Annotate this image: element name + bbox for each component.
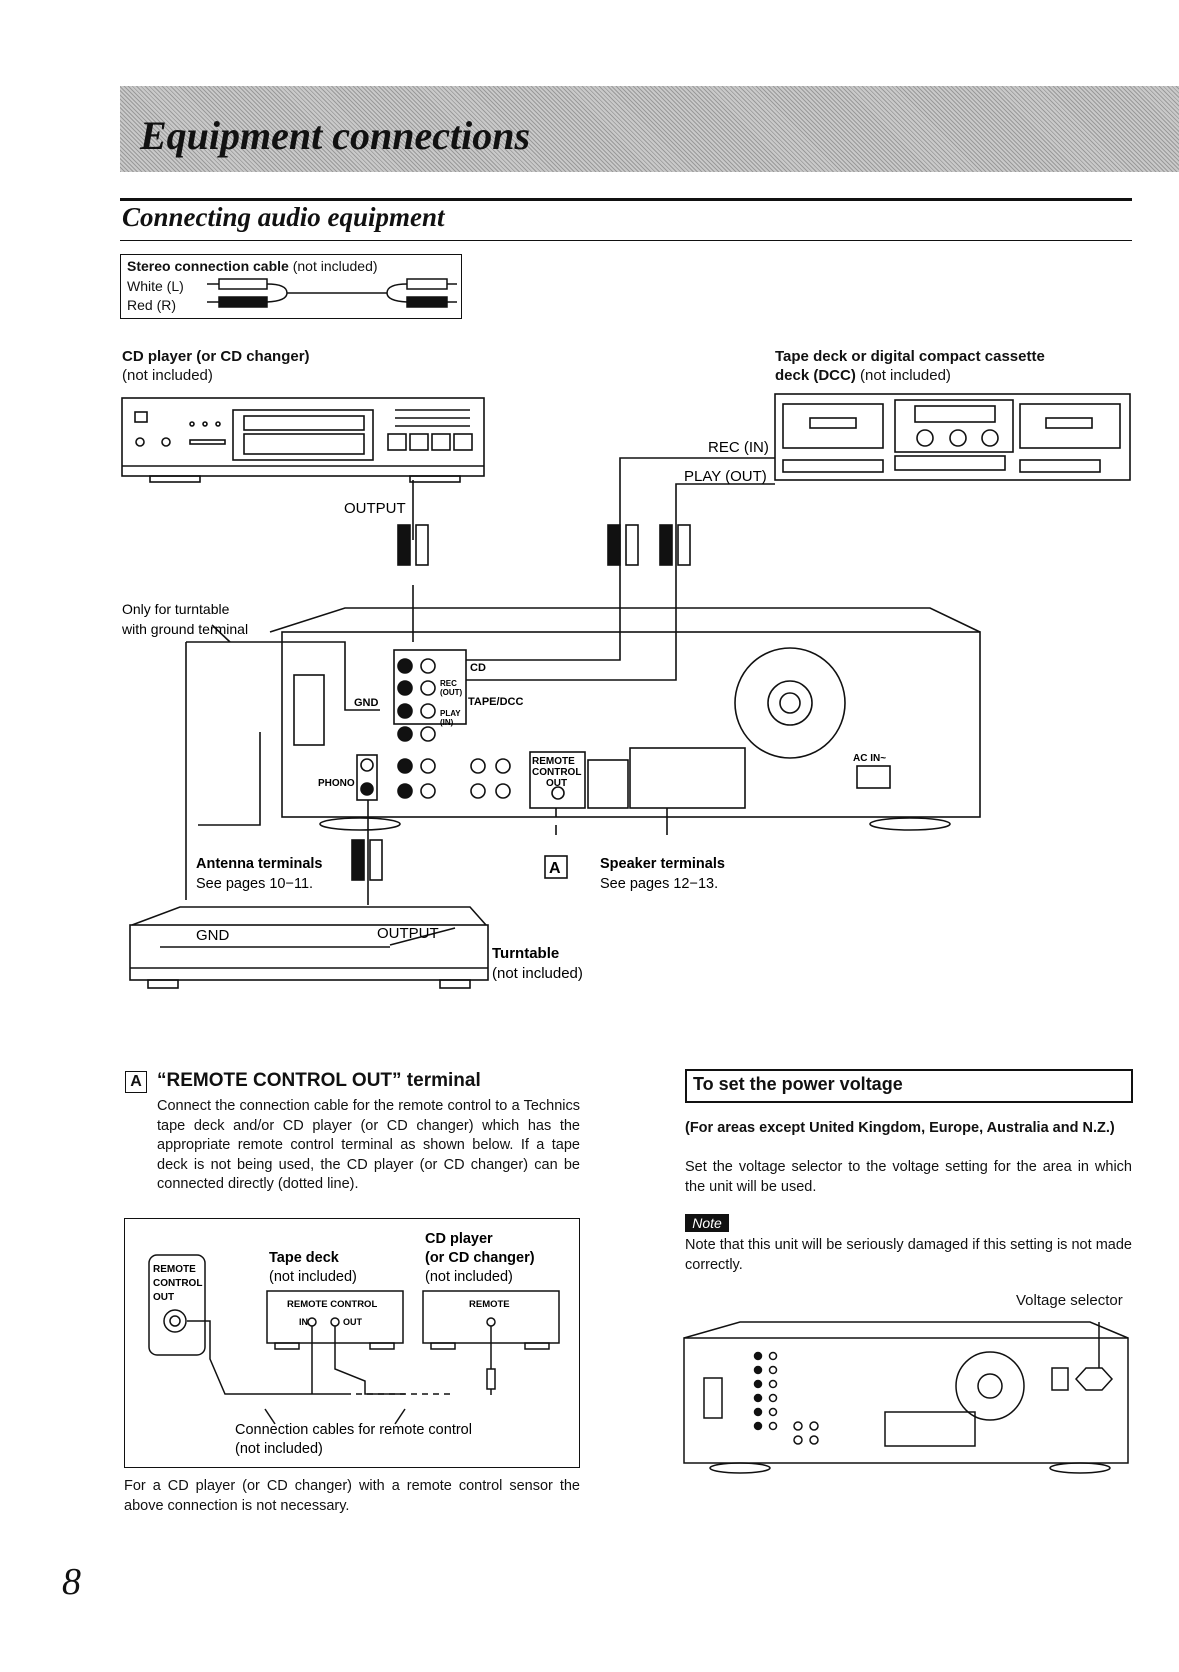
- amp-remote-label-1: REMOTE: [532, 756, 575, 767]
- turntable-note: (not included): [492, 965, 583, 982]
- turntable-note-1: Only for turntable: [122, 601, 230, 617]
- rd-cd-panel: REMOTE: [469, 1299, 510, 1310]
- amp-play-in-label: (IN): [440, 718, 454, 727]
- note-badge: Note: [685, 1214, 729, 1232]
- cable-name: Stereo connection cable: [127, 258, 289, 274]
- rd-tape-label: Tape deck: [269, 1250, 340, 1266]
- remote-marker: A: [125, 1071, 147, 1093]
- turntable-output-label: OUTPUT: [377, 925, 439, 942]
- remote-diagram-box: REMOTE CONTROL OUT Tape deck (not includ…: [124, 1218, 580, 1468]
- tape-deck-note: (not included): [860, 367, 951, 384]
- cable-red: Red (R): [127, 297, 177, 313]
- amp-ac-in-label: AC IN~: [853, 753, 886, 764]
- remote-label-3: OUT: [153, 1292, 174, 1303]
- amp-rec-out-label: (OUT): [440, 688, 463, 697]
- cd-player-name: CD player (or CD changer): [122, 348, 310, 365]
- amp-rec-label: REC: [440, 679, 457, 688]
- cable-note: (not included): [292, 258, 378, 274]
- rd-tape-out: OUT: [343, 1317, 363, 1327]
- cd-player-note: (not included): [122, 367, 213, 384]
- rd-tape-in: IN: [299, 1317, 308, 1327]
- amp-remote-label-3: OUT: [546, 778, 567, 789]
- top-rule: [120, 198, 1132, 201]
- speaker-title: Speaker terminals: [600, 856, 725, 872]
- tape-rec-label: REC (IN): [708, 439, 769, 456]
- antenna-pages: See pages 10−11.: [196, 876, 313, 892]
- cd-output-label: OUTPUT: [344, 500, 406, 517]
- cable-legend: Stereo connection cable (not included) W…: [120, 254, 462, 319]
- section-rule: [120, 240, 1132, 241]
- section-title: Connecting audio equipment: [122, 202, 445, 232]
- amp-phono-label: PHONO: [318, 778, 355, 789]
- tape-play-label: PLAY (OUT): [684, 468, 767, 485]
- turntable-illustration: [129, 906, 489, 989]
- rd-cd-label-2: (or CD changer): [425, 1250, 535, 1266]
- cable-illustration: [207, 278, 457, 308]
- voltage-title-box: To set the power voltage: [685, 1069, 1133, 1103]
- page-title: Equipment connections: [140, 113, 531, 158]
- cd-player-illustration: [121, 397, 485, 483]
- rd-tape-panel: REMOTE CONTROL: [287, 1299, 377, 1310]
- connection-diagram: OUTPUT REC (IN) PLAY (OUT) Only for turn…: [121, 393, 1131, 989]
- rd-tape-note: (not included): [269, 1269, 357, 1285]
- tape-deck-illustration: [774, 393, 1131, 481]
- rd-cd-note: (not included): [425, 1269, 513, 1285]
- header-banner: [120, 86, 1179, 172]
- voltage-note: Note that this unit will be seriously da…: [685, 1237, 1132, 1273]
- cable-white: White (L): [127, 278, 184, 294]
- remote-section-title: “REMOTE CONTROL OUT” terminal: [157, 1070, 481, 1091]
- remote-diagram: REMOTE CONTROL OUT Tape deck (not includ…: [148, 1231, 560, 1457]
- receiver-illustration: [269, 607, 981, 831]
- turntable-note-2: with ground terminal: [121, 621, 248, 637]
- amp-play-label: PLAY: [440, 709, 461, 718]
- amp-remote-label-2: CONTROL: [532, 767, 581, 778]
- voltage-selector-label: Voltage selector: [1016, 1292, 1123, 1309]
- rd-cd-label-1: CD player: [425, 1231, 493, 1247]
- rd-cables-note: (not included): [235, 1441, 323, 1457]
- speaker-pages: See pages 12−13.: [600, 876, 718, 892]
- amp-cd-label: CD: [470, 662, 486, 674]
- voltage-title: To set the power voltage: [693, 1074, 903, 1094]
- turntable-gnd-label: GND: [196, 927, 230, 944]
- remote-label-1: REMOTE: [153, 1264, 196, 1275]
- voltage-diagram: [683, 1321, 1129, 1474]
- amp-tape-label: TAPE/DCC: [468, 696, 523, 708]
- page-number: 8: [62, 1561, 81, 1603]
- remote-label-2: CONTROL: [153, 1278, 202, 1289]
- remote-section-body: Connect the connection cable for the rem…: [157, 1098, 580, 1192]
- tape-deck-name-1: Tape deck or digital compact cassette: [775, 348, 1045, 365]
- voltage-areas: (For areas except United Kingdom, Europe…: [685, 1120, 1115, 1136]
- marker-a: A: [549, 860, 561, 877]
- remote-footer: For a CD player (or CD changer) with a r…: [124, 1478, 580, 1514]
- amp-gnd-label: GND: [354, 697, 379, 709]
- rd-cables-label: Connection cables for remote control: [235, 1422, 472, 1438]
- tape-deck-name-2: deck (DCC): [775, 367, 856, 384]
- antenna-title: Antenna terminals: [196, 856, 323, 872]
- voltage-body: Set the voltage selector to the voltage …: [685, 1159, 1132, 1195]
- turntable-name: Turntable: [492, 945, 559, 962]
